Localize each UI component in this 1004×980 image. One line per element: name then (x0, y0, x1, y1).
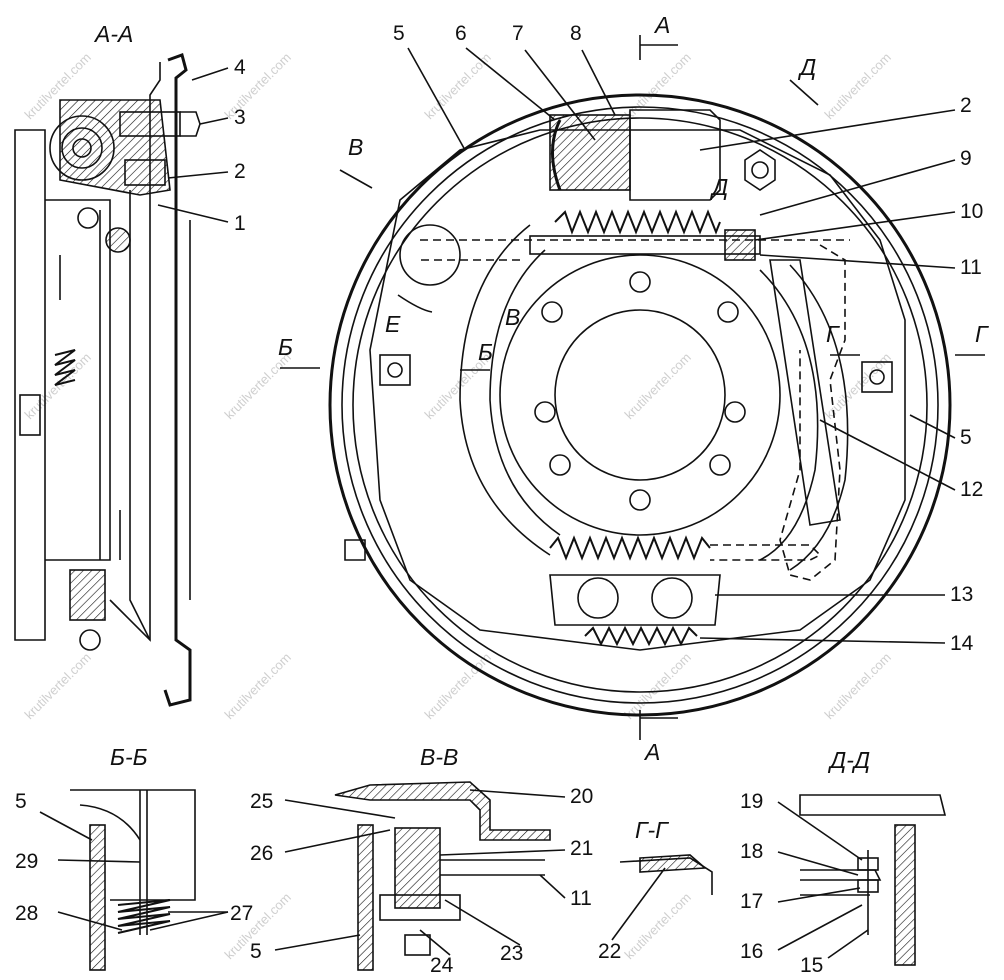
callout-main-8: 8 (570, 22, 582, 45)
cut-mark-b-left: Б (278, 334, 293, 360)
callout-main-5: 5 (393, 22, 405, 45)
cut-mark-a-bottom: А (643, 739, 660, 765)
watermark-text: krutilvertel.com (822, 350, 894, 422)
callout-vv-26: 26 (250, 842, 273, 865)
cut-mark-a-top: А (653, 12, 670, 38)
cut-mark-d-top: Д (797, 54, 816, 80)
callout-main-11: 11 (960, 256, 982, 279)
watermark-text: krutilvertel.com (422, 650, 494, 722)
cut-mark-g-mid: Г (826, 321, 840, 347)
watermark-text: krutilvertel.com (622, 50, 694, 122)
callout-main-6: 6 (455, 22, 467, 45)
section-dd-title: Д-Д (827, 747, 870, 773)
callout-main-5b: 5 (960, 426, 972, 449)
callout-dd-16: 16 (740, 940, 763, 963)
watermark-text: krutilvertel.com (422, 50, 494, 122)
callout-main-2: 2 (960, 94, 972, 117)
callout-vv-23: 23 (500, 942, 523, 965)
callout-main-7: 7 (512, 22, 524, 45)
section-gg-view: Г-Г 22 (598, 817, 713, 963)
cut-mark-v-left: В (348, 134, 363, 160)
section-gg-title: Г-Г (635, 817, 669, 843)
watermark-text: krutilvertel.com (822, 650, 894, 722)
callout-main-14: 14 (950, 632, 974, 655)
watermark-text: krutilvertel.com (222, 50, 294, 122)
section-aa-title: А-А (93, 21, 133, 47)
section-vv-view: В-В 25 20 26 21 11 5 24 23 (250, 744, 593, 977)
callout-aa-2: 2 (234, 160, 246, 183)
callout-aa-3: 3 (234, 106, 246, 129)
section-aa-view: А-А 4 3 2 1 (14, 21, 246, 707)
callout-vv-20: 20 (570, 785, 593, 808)
callout-bb-5: 5 (15, 790, 27, 813)
callout-vv-21: 21 (570, 837, 593, 860)
cut-mark-b-mid: Б (478, 339, 493, 365)
callout-main-10: 10 (960, 200, 983, 223)
cut-mark-d-mid: Д (709, 174, 728, 200)
callout-dd-17: 17 (740, 890, 763, 913)
callout-dd-18: 18 (740, 840, 763, 863)
section-dd-view: Д-Д 19 18 17 16 15 (740, 747, 947, 977)
callout-bb-28: 28 (15, 902, 38, 925)
cut-mark-e: Е (385, 311, 401, 337)
callout-aa-1: 1 (234, 212, 246, 235)
callout-bb-27: 27 (230, 902, 253, 925)
main-brake-view: А А Д Д В В Б Б Г Г Е 5 6 7 8 2 9 10 11 … (278, 12, 989, 765)
callout-dd-19: 19 (740, 790, 763, 813)
callout-vv-5: 5 (250, 940, 262, 963)
watermark-text: krutilvertel.com (622, 890, 694, 962)
section-vv-title: В-В (420, 744, 458, 770)
callout-vv-11: 11 (570, 887, 592, 910)
watermark-text: krutilvertel.com (622, 350, 694, 422)
callout-vv-25: 25 (250, 790, 273, 813)
callout-bb-29: 29 (15, 850, 38, 873)
watermark-text: krutilvertel.com (22, 350, 94, 422)
callout-main-13: 13 (950, 583, 973, 606)
callout-dd-15: 15 (800, 954, 823, 977)
watermark-text: krutilvertel.com (222, 350, 294, 422)
callout-main-9: 9 (960, 147, 972, 170)
watermark-text: krutilvertel.com (22, 650, 94, 722)
cut-mark-v-mid: В (505, 304, 520, 330)
section-bb-title: Б-Б (110, 744, 148, 770)
cut-mark-g-right: Г (975, 321, 989, 347)
watermark-text: krutilvertel.com (222, 650, 294, 722)
callout-aa-4: 4 (234, 56, 246, 79)
section-bb-view: Б-Б 5 29 28 27 (15, 744, 253, 971)
callout-main-12: 12 (960, 478, 983, 501)
watermark-text: krutilvertel.com (822, 50, 894, 122)
callout-gg-22: 22 (598, 940, 621, 963)
callout-vv-24: 24 (430, 954, 454, 977)
